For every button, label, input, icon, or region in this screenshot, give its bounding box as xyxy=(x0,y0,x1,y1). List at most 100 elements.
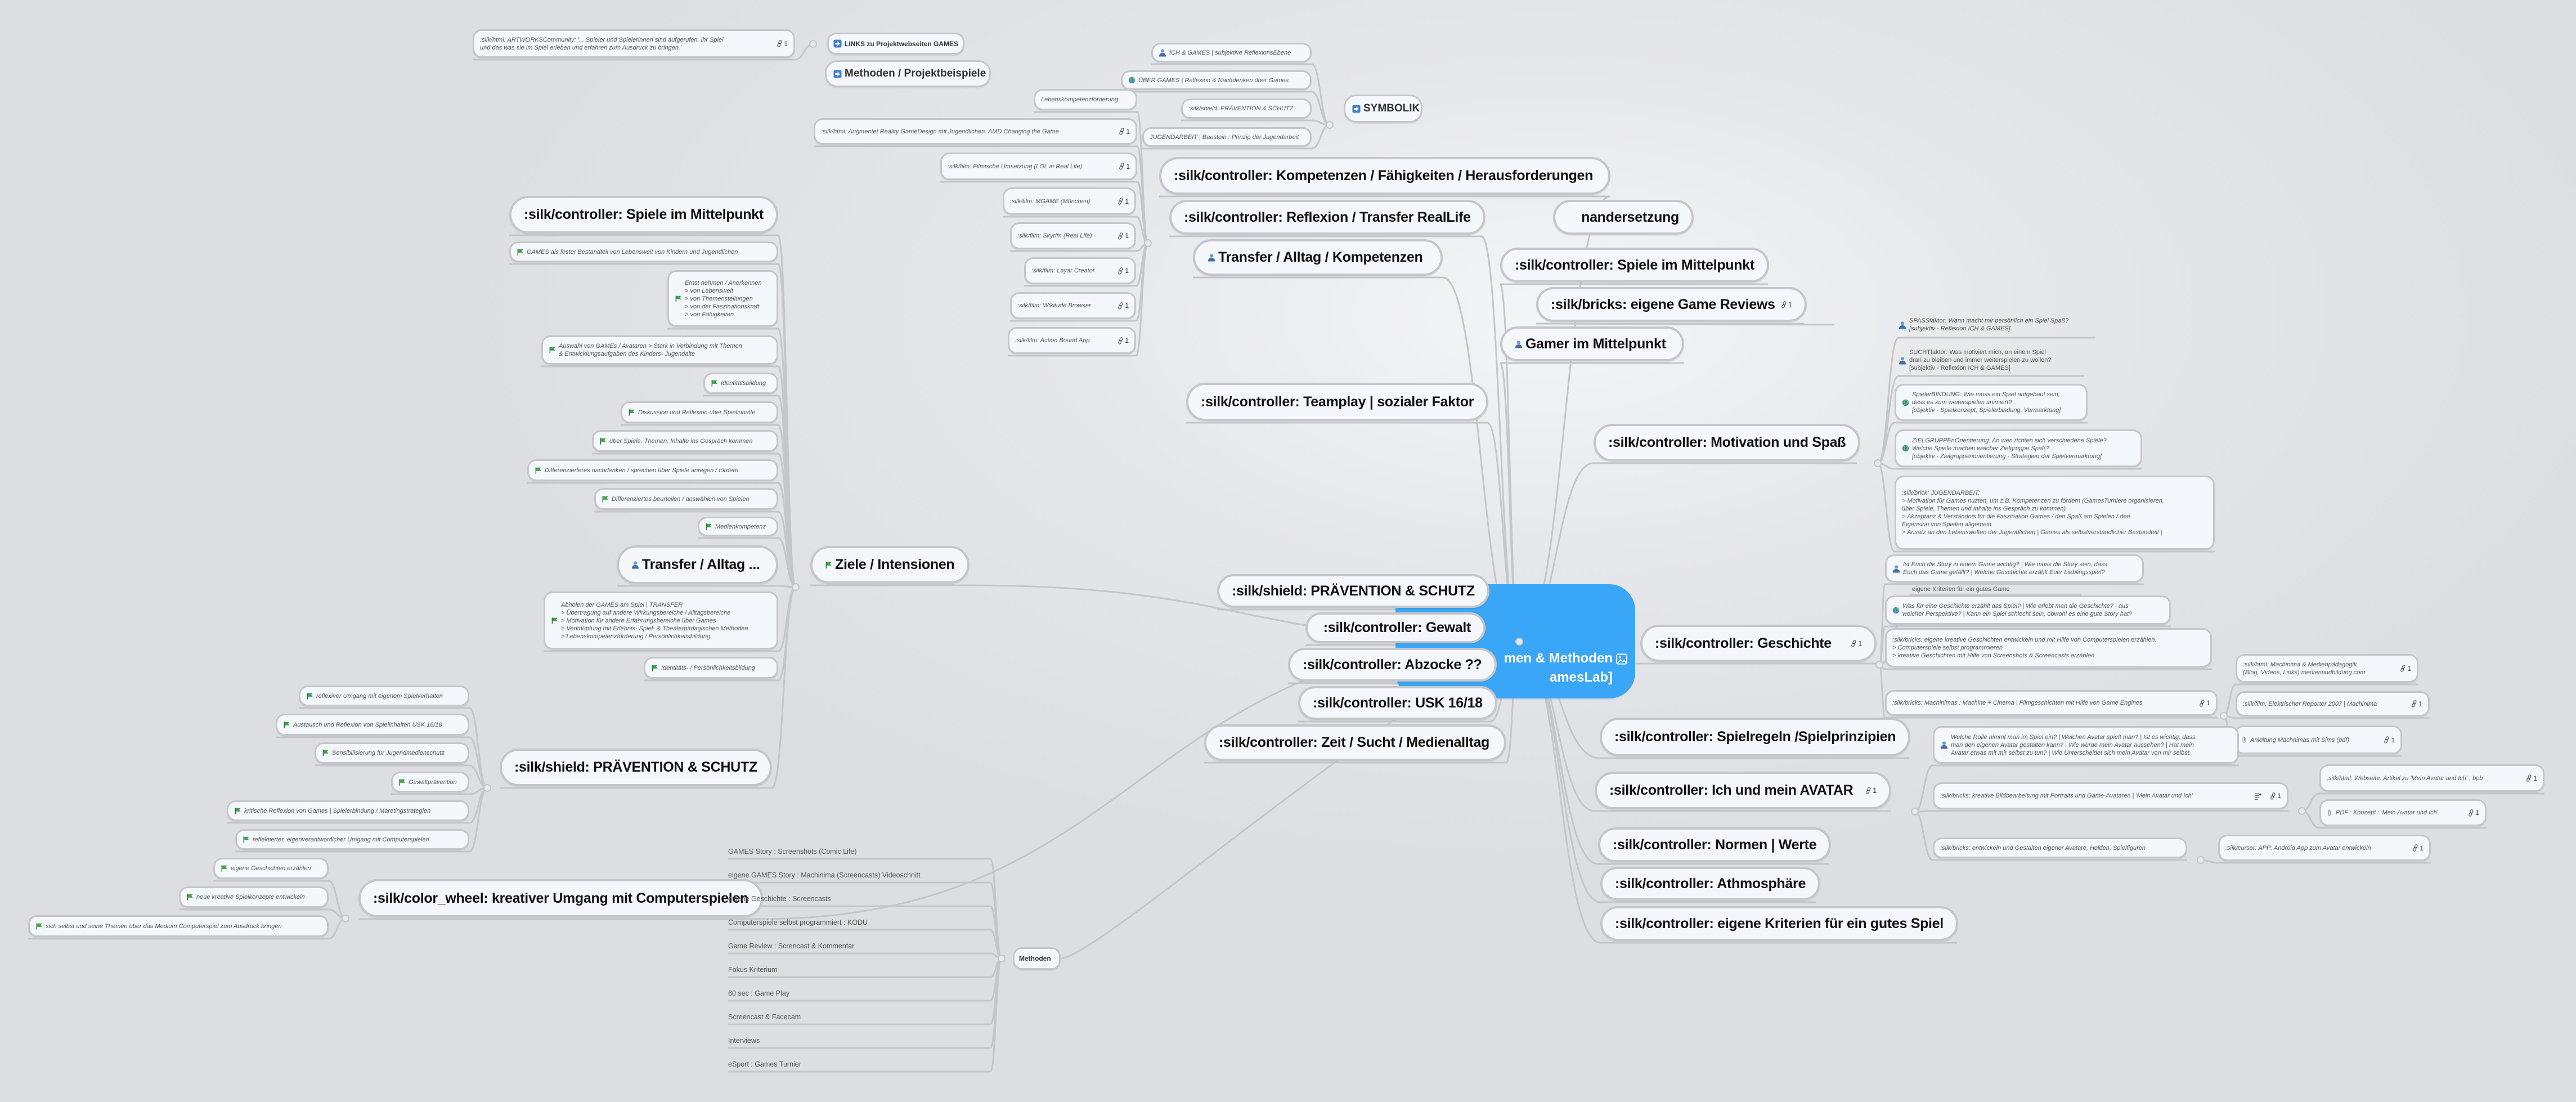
collapse-toggle[interactable] xyxy=(1874,459,1882,467)
praevention-item[interactable]: Austausch und Reflexion von Spielinhalte… xyxy=(276,714,469,736)
link-badge[interactable]: 1 xyxy=(2411,700,2422,708)
methoden-item[interactable]: Computerspiele selbst programmiert : KOD… xyxy=(728,917,990,928)
bildbearbeitung-item[interactable]: :silk/html: Webseite: Artikel zu 'Mein A… xyxy=(2319,764,2544,792)
collapse-toggle[interactable] xyxy=(1911,808,1919,816)
link-badge[interactable]: 1 xyxy=(777,40,788,48)
methoden-item[interactable]: eigene GAMES Story : Machinima (Screenca… xyxy=(728,870,990,881)
kreativ-item[interactable]: sich selbst und seine Themen über das Me… xyxy=(28,915,329,937)
kompetenzen-child[interactable]: Lebenskompetenzförderung xyxy=(1034,89,1137,110)
ziele-item[interactable]: Diskussion und Reflexion über Spielinhal… xyxy=(621,401,778,423)
ziele-item[interactable]: Medienkompetenz xyxy=(698,517,778,536)
geschichte-item[interactable]: :silk/bricks: Machinimas : Machine + Cin… xyxy=(1885,690,2218,716)
link-badge[interactable]: 1 xyxy=(2468,809,2479,817)
link-badge[interactable]: 1 xyxy=(2412,844,2424,852)
avatar-item[interactable]: :silk/bricks: kreative Bildbearbeitung m… xyxy=(1933,782,2288,809)
link-badge[interactable]: 1 xyxy=(1119,163,1130,171)
link-badge[interactable]: 1 xyxy=(1118,267,1129,275)
collapse-toggle[interactable] xyxy=(342,915,349,922)
avatar-item[interactable]: :silk/bricks: entwickeln und Gestalten e… xyxy=(1933,837,2187,858)
collapse-toggle[interactable] xyxy=(2298,807,2306,815)
symbolik-item[interactable]: JUGENDARBEIT | Baustein : Prinzip der Ju… xyxy=(1142,127,1312,147)
links-projektwebseiten-node[interactable]: LINKS zu Projektwebseiten GAMES xyxy=(827,33,964,55)
motivation-item[interactable]: SpielerBINDUNG: Wie muss ein Spiel aufge… xyxy=(1895,384,2088,421)
methoden-item[interactable]: eigene Geschichte : Screencasts xyxy=(728,893,990,904)
motivation-item[interactable]: :silk/brick: JUGENDARBEIT: > Motivation … xyxy=(1895,476,2215,550)
auseinandersetzung-topic[interactable]: nandersetzung xyxy=(1553,200,1694,235)
link-badge[interactable]: 1 xyxy=(1118,232,1129,240)
kriterien-topic[interactable]: :silk/controller: eigene Kriterien für e… xyxy=(1600,906,1958,941)
link-badge[interactable]: 1 xyxy=(2384,736,2395,744)
kreativ-item[interactable]: neue kreative Spielkonzepte entwickeln xyxy=(179,886,329,908)
reflexion-topic[interactable]: :silk/controller: Reflexion / Transfer R… xyxy=(1169,200,1486,235)
gamer-topic[interactable]: Gamer im Mittelpunkt xyxy=(1500,326,1684,361)
ziele-item[interactable]: Ernst nehmen / Anerkennen > von Lebenswe… xyxy=(667,270,778,327)
methoden-item[interactable]: Screencast & Facecam xyxy=(728,1011,990,1023)
transfer-item[interactable]: Abholen der GAMES am Spiel | TRANSFER > … xyxy=(544,592,778,649)
collapse-toggle[interactable] xyxy=(792,583,800,591)
ziele-item[interactable]: über Spiele, Themen, Inhalte ins Gespräc… xyxy=(592,430,778,452)
collapse-toggle[interactable] xyxy=(2220,712,2228,720)
spiele-im-mittelpunkt-left-topic[interactable]: :silk/controller: Spiele im Mittelpunkt xyxy=(509,196,778,234)
link-badge[interactable]: 1 xyxy=(1865,786,1877,795)
ziele-item[interactable]: Differenziertes beurteilen / auswählen v… xyxy=(594,488,778,510)
collapse-toggle[interactable] xyxy=(1515,638,1523,646)
motivation-item[interactable]: SPASSfaktor: Wann macht mir persönlich e… xyxy=(1899,313,2095,336)
link-badge[interactable]: 1 xyxy=(2400,665,2411,673)
methoden-item[interactable]: Fokus Kriterium xyxy=(728,964,990,975)
link-badge[interactable]: 1 xyxy=(1118,302,1129,310)
methoden-item[interactable]: 60 sec : Game Play xyxy=(728,988,990,999)
spiele-im-mittelpunkt-right-topic[interactable]: :silk/controller: Spiele im Mittelpunkt xyxy=(1500,248,1769,283)
ziele-item[interactable]: Identitätsbildung xyxy=(703,373,778,394)
kompetenzen-topic[interactable]: :silk/controller: Kompetenzen / Fähigkei… xyxy=(1159,157,1610,195)
collapse-toggle[interactable] xyxy=(1326,121,1334,129)
zeit-topic[interactable]: :silk/controller: Zeit / Sucht / Mediena… xyxy=(1204,724,1506,761)
methoden-item[interactable]: eSport : Games Turnier xyxy=(728,1059,990,1070)
usk-topic[interactable]: :silk/controller: USK 16/18 xyxy=(1298,686,1497,720)
praevention-item[interactable]: reflexiver Umgang mit eigenem Spielverha… xyxy=(299,686,469,706)
collapse-toggle[interactable] xyxy=(998,955,1006,962)
transfer-item[interactable]: Identitäts- / Persönlichkeitsbildung xyxy=(644,657,778,679)
methoden-projektbeispiele-node[interactable]: Methoden / Projektbeispiele xyxy=(825,60,991,87)
collapse-toggle[interactable] xyxy=(809,40,817,48)
transfer-kompetenzen-topic[interactable]: Transfer / Alltag / Kompetenzen xyxy=(1193,239,1443,276)
motivation-topic[interactable]: :silk/controller: Motivation und Spaß xyxy=(1594,424,1861,462)
avatar-item[interactable]: Welche Rolle nimmt man im Spiel ein? | W… xyxy=(1933,726,2239,764)
collapse-toggle[interactable] xyxy=(1144,239,1152,247)
machinima-item[interactable]: Anleitung Machnimas mit Sims (pdf)1 xyxy=(2234,725,2402,754)
collapse-toggle[interactable] xyxy=(1875,661,1883,669)
abzocke-topic[interactable]: :silk/controller: Abzocke ?? xyxy=(1288,648,1497,682)
link-badge[interactable]: 1 xyxy=(1118,198,1129,205)
machinima-item[interactable]: :silk/film: Elektrischer Reporter 2007 |… xyxy=(2236,691,2430,716)
note-icon[interactable] xyxy=(2254,792,2262,800)
ziele-item[interactable]: Differenzierteres nachdenken / sprechen … xyxy=(527,459,778,481)
symbolik-item[interactable]: ICH & GAMES | subjektive ReflexionsEbene xyxy=(1151,43,1312,62)
motivation-item[interactable]: ZIELGRUPPEnOrientierung: An wen richten … xyxy=(1895,429,2142,467)
geschichte-item[interactable]: eigene Kriterien für ein gutes Game xyxy=(1912,585,2081,593)
ziele-item[interactable]: GAMES als fester Bestandteil von Lebensw… xyxy=(509,241,778,262)
kompetenzen-child[interactable]: :silk/html: Augmentet Reality GameDesign… xyxy=(814,118,1137,145)
praevention-item[interactable]: Gewaltprävention xyxy=(391,772,469,792)
kreativ-topic[interactable]: :silk/color_wheel: kreativer Umgang mit … xyxy=(358,879,764,917)
artworks-link-node[interactable]: :silk/html: ARTWORKSCommunity: '... Spie… xyxy=(473,29,795,58)
methoden-item[interactable]: Interviews xyxy=(728,1035,990,1046)
symbolik-item[interactable]: ÜBER GAMES | Reflexion & Nachdenken über… xyxy=(1121,70,1312,90)
praevention-item[interactable]: reflektierter, eigenverantwortlicher Umg… xyxy=(235,829,469,850)
link-badge[interactable]: 1 xyxy=(1119,128,1130,136)
transfer-alltag-topic[interactable]: Transfer / Alltag ... xyxy=(617,545,778,584)
collapse-toggle[interactable] xyxy=(2197,856,2205,864)
geschichte-item[interactable]: :silk/bricks: eigene kreative Geschichte… xyxy=(1885,628,2212,668)
methoden-item[interactable]: Game Review : Screncast & Kommentar xyxy=(728,940,990,952)
normen-topic[interactable]: :silk/controller: Normen | Werte xyxy=(1598,827,1832,862)
ziele-item[interactable]: Auswahl von GAMEs / Avataren > Stark in … xyxy=(541,335,778,365)
methoden-node[interactable]: Methoden xyxy=(1013,947,1061,970)
link-badge[interactable]: 1 xyxy=(1118,337,1129,344)
spielregeln-topic[interactable]: :silk/controller: Spielregeln /Spielprin… xyxy=(1600,718,1911,756)
link-badge[interactable]: 1 xyxy=(2199,699,2210,707)
symbolik-node[interactable]: SYMBOLIK xyxy=(1344,95,1422,123)
